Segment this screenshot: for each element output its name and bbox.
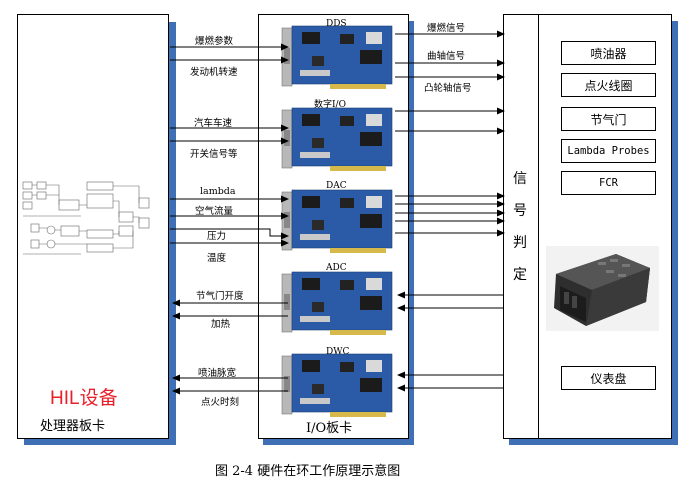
throttle-box: 节气门 bbox=[561, 107, 656, 131]
input-label-air-flow: 空气流量 bbox=[195, 206, 234, 217]
card-label-dds: DDS bbox=[326, 19, 347, 29]
output-label-throttle-opening: 节气门开度 bbox=[196, 291, 244, 302]
io-card-digital-io bbox=[281, 107, 393, 171]
signal-label-knock: 爆燃信号 bbox=[427, 23, 466, 34]
io-card-dwc bbox=[281, 353, 393, 417]
figure-caption: 图 2-4 硬件在环工作原理示意图 bbox=[215, 464, 401, 479]
output-label-ignition-timing: 点火时刻 bbox=[201, 397, 240, 408]
signal-char-3: 判 bbox=[513, 235, 527, 251]
output-label-heating: 加热 bbox=[211, 319, 231, 330]
fcr-box: FCR bbox=[561, 171, 656, 195]
card-label-adc: ADC bbox=[326, 263, 347, 273]
input-label-switch-signals: 开关信号等 bbox=[190, 149, 238, 160]
input-label-pressure: 压力 bbox=[207, 231, 227, 242]
hil-subtitle: 处理器板卡 bbox=[40, 419, 106, 434]
hil-title: HIL设备 bbox=[50, 388, 118, 409]
output-label-injection-pulse: 喷油脉宽 bbox=[198, 368, 237, 379]
io-caption: I/O板卡 bbox=[306, 421, 353, 436]
io-card-adc bbox=[281, 271, 393, 335]
signal-label-crank: 曲轴信号 bbox=[427, 51, 466, 62]
injector-box: 喷油器 bbox=[561, 41, 656, 65]
card-label-digital-io: 数字I/O bbox=[314, 100, 346, 110]
ecu-photo bbox=[546, 246, 659, 331]
hil-device-box: HIL设备 处理器板卡 bbox=[17, 14, 169, 439]
arrow-temperature bbox=[170, 228, 289, 240]
io-card-dac bbox=[281, 189, 393, 253]
ignition-coil-box: 点火线圈 bbox=[561, 73, 656, 97]
lambda-probes-box: Lambda Probes bbox=[561, 139, 656, 163]
card-label-dwc: DWC bbox=[326, 347, 350, 357]
simulink-model-thumbnail bbox=[22, 181, 150, 255]
io-card-dds bbox=[281, 25, 393, 89]
dashboard-box: 仪表盘 bbox=[561, 366, 656, 390]
signal-char-4: 定 bbox=[513, 267, 527, 283]
signal-label-cam: 凸轮轴信号 bbox=[424, 83, 472, 94]
signal-char-2: 号 bbox=[513, 203, 527, 219]
card-label-dac: DAC bbox=[326, 181, 347, 191]
signal-divider bbox=[538, 15, 540, 438]
signal-char-1: 信 bbox=[513, 171, 527, 187]
input-label-vehicle-speed: 汽车车速 bbox=[194, 118, 233, 129]
input-label-lambda: lambda bbox=[200, 186, 236, 197]
input-label-knock-params: 爆燃参数 bbox=[195, 36, 234, 47]
input-label-engine-speed: 发动机转速 bbox=[190, 67, 238, 78]
input-label-temperature: 温度 bbox=[207, 253, 227, 264]
